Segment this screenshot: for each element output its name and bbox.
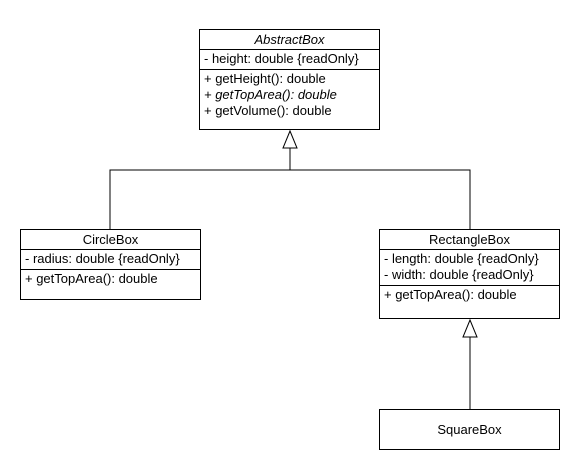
operations-compartment-circlebox: + getTopArea(): double	[21, 269, 200, 289]
attribute-length: - length: double {readOnly}	[384, 251, 539, 266]
operation-getheight: + getHeight(): double	[204, 71, 326, 86]
operations-compartment-rectanglebox: + getTopArea(): double	[380, 285, 559, 305]
class-name-abstractbox: AbstractBox	[254, 32, 325, 47]
class-rectanglebox[interactable]: RectangleBox - length: double {readOnly}…	[379, 229, 560, 319]
operations-compartment-abstractbox: + getHeight(): double + getTopArea(): do…	[200, 69, 379, 121]
class-name-circlebox: CircleBox	[82, 232, 139, 247]
class-circlebox[interactable]: CircleBox - radius: double {readOnly} + …	[20, 229, 201, 300]
operation-gettoparea-abstract: + getTopArea(): double	[204, 87, 337, 102]
class-name-rectanglebox: RectangleBox	[429, 232, 510, 247]
connector-rectanglebox-to-abstractbox	[290, 169, 471, 229]
class-abstractbox[interactable]: AbstractBox - height: double {readOnly} …	[199, 29, 380, 130]
attribute-width: - width: double {readOnly}	[384, 267, 534, 282]
inheritance-arrowhead-rectanglebox	[462, 318, 478, 338]
attributes-compartment-abstractbox: - height: double {readOnly}	[200, 49, 379, 69]
connector-circlebox-to-abstractbox	[109, 148, 291, 229]
operation-getvolume: + getVolume(): double	[204, 103, 332, 118]
operation-gettoparea-circlebox: + getTopArea(): double	[25, 271, 158, 286]
class-squarebox[interactable]: SquareBox	[379, 409, 560, 450]
class-name-squarebox: SquareBox	[437, 422, 502, 437]
inheritance-arrowhead-abstractbox	[282, 129, 298, 149]
attributes-compartment-circlebox: - radius: double {readOnly}	[21, 249, 200, 269]
attribute-radius: - radius: double {readOnly}	[25, 251, 180, 266]
operation-gettoparea-rectanglebox: + getTopArea(): double	[384, 287, 517, 302]
attributes-compartment-rectanglebox: - length: double {readOnly} - width: dou…	[380, 249, 559, 285]
attribute-height: - height: double {readOnly}	[204, 51, 359, 66]
